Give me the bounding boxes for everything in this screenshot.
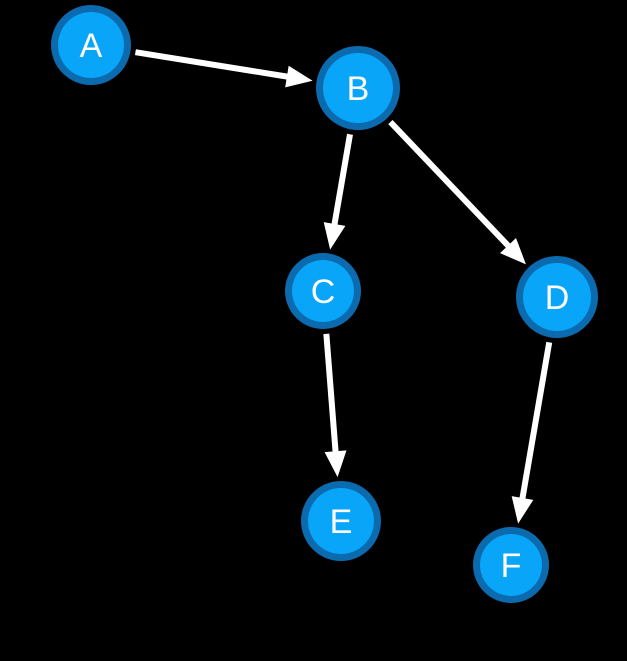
- graph-node-d[interactable]: D: [516, 256, 598, 338]
- node-label-a: A: [80, 27, 103, 65]
- arrowhead-icon-b-d: [500, 238, 526, 265]
- graph-edge-d-f: [519, 341, 553, 501]
- graph-edge-b-d: [388, 119, 512, 250]
- graph-edge-c-e: [323, 333, 339, 454]
- graph-node-c[interactable]: C: [285, 253, 361, 329]
- arrowhead-icon-a-b: [285, 65, 313, 88]
- graph-node-a[interactable]: A: [51, 5, 131, 85]
- node-layer: A B C D E F: [51, 5, 598, 603]
- node-core-e: [308, 488, 374, 554]
- graph-edge-a-b: [134, 49, 290, 80]
- node-label-d: D: [545, 279, 570, 317]
- node-core-a: [58, 12, 124, 78]
- graph-node-b[interactable]: B: [316, 46, 400, 130]
- graph-edge-b-c: [331, 133, 353, 227]
- node-label-c: C: [311, 273, 336, 311]
- edge-layer: [134, 49, 553, 524]
- node-label-e: E: [330, 503, 353, 541]
- arrowhead-icon-b-c: [323, 222, 346, 250]
- arrowhead-icon-d-f: [511, 496, 534, 524]
- node-label-f: F: [501, 547, 522, 585]
- graph-node-f[interactable]: F: [473, 527, 549, 603]
- arrowhead-icon-c-e: [324, 450, 347, 478]
- node-core-b: [323, 53, 393, 123]
- node-label-b: B: [347, 70, 370, 108]
- node-core-d: [523, 263, 591, 331]
- graph-node-e[interactable]: E: [301, 481, 381, 561]
- node-core-c: [292, 260, 354, 322]
- node-core-f: [480, 534, 542, 596]
